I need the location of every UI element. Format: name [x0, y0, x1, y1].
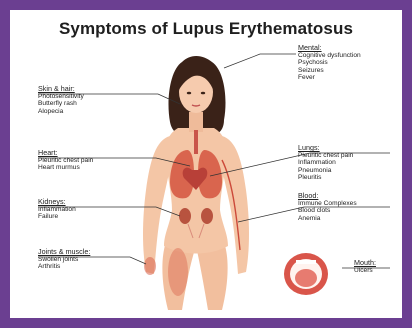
- left-eye: [187, 92, 191, 95]
- label-heart: Heart: Pleuritic chest pain Heart murmus: [38, 149, 93, 172]
- label-mouth: Mouth: Ulcers: [354, 259, 376, 274]
- trachea: [194, 130, 198, 154]
- right-eye: [201, 92, 205, 95]
- neck: [189, 112, 203, 132]
- left-kidney: [179, 208, 191, 224]
- label-skin-hair: Skin & hair: Photosensitivity Butterfly …: [38, 85, 84, 115]
- label-kidneys: Kidneys: Inflammation Failure: [38, 198, 76, 221]
- label-joints-muscle: Joints & muscle: Swollen joints Arthriti…: [38, 248, 90, 271]
- wrist-joint: [144, 257, 156, 275]
- diagram-card: Symptoms of Lupus Erythematosus: [10, 10, 402, 318]
- mouth-illustration: [284, 253, 328, 295]
- label-blood: Blood: Immune Complexes Blood clots Anem…: [298, 192, 357, 222]
- right-kidney: [201, 208, 213, 224]
- thigh-muscle: [168, 248, 188, 296]
- label-mental: Mental: Cognitive dysfunction Psychosis …: [298, 44, 361, 82]
- label-lungs: Lungs: Pleuritic chest pain Inflammation…: [298, 144, 353, 182]
